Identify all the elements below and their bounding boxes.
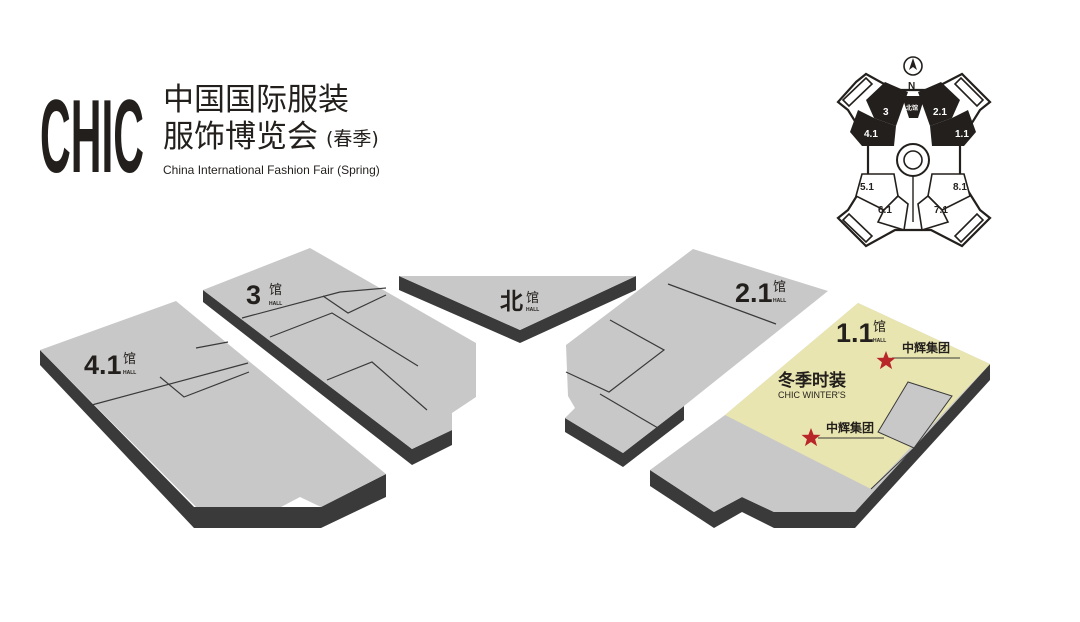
hall-north-top (399, 276, 636, 330)
hall-1-1-side (650, 364, 990, 528)
hall-3-top (203, 248, 476, 449)
minimap-label-north: 北馆 (906, 104, 918, 112)
hall-north[interactable]: 北 馆 HALL (399, 276, 636, 343)
hall-3-side (203, 290, 452, 465)
hall-4-1-room (159, 371, 250, 398)
chic-wordmark: CHIC (40, 79, 144, 195)
minimap-outline (836, 72, 992, 248)
hall-3-room (322, 294, 387, 314)
hall-4-1[interactable]: 4.1 馆 HALL (40, 301, 386, 528)
hall-3-divider-a (241, 287, 387, 319)
hall-3-number: 3 (246, 280, 261, 310)
hall-3[interactable]: 3 馆 HALL (203, 248, 476, 465)
minimap-hall-north (902, 96, 925, 118)
hall-4-1-sub: HALL (123, 370, 136, 376)
hall-1-1-sub: HALL (873, 338, 886, 344)
star-icon (801, 428, 821, 447)
hall-2-1-side (565, 406, 684, 467)
minimap-arm-sw (841, 212, 874, 244)
hall-2-1-top (565, 249, 828, 453)
hall-north-number: 北 (500, 288, 523, 314)
minimap: N 3 北馆 2.1 4.1 1.1 5.1 8.1 6.1 7.1 (836, 56, 992, 248)
hall-4-1-top (40, 301, 386, 507)
hall-1-1-room (877, 381, 953, 449)
minimap-arm-ne (953, 76, 985, 108)
exhibitor-marker-2[interactable]: 中辉集团 (801, 420, 885, 447)
title-line-2: 服饰博览会 (163, 119, 318, 155)
hall-2-1-suffix: 馆 (773, 279, 786, 294)
minimap-hub (896, 143, 930, 177)
minimap-label-6-1: 6.1 (878, 205, 892, 216)
hall-2-1-number: 2.1 (735, 278, 773, 308)
hall-2-1-sub: HALL (773, 298, 786, 304)
hall-4-1-number: 4.1 (84, 350, 122, 380)
exhibitor-name-1: 中辉集团 (902, 340, 950, 355)
hall-2-1[interactable]: 2.1 馆 HALL (565, 249, 828, 467)
hall-north-sub: HALL (526, 307, 539, 313)
hall-1-1-number: 1.1 (836, 318, 874, 348)
hall-4-1-room-edge (195, 341, 229, 349)
minimap-hub-inner (903, 150, 923, 170)
minimap-label-1-1: 1.1 (955, 129, 969, 140)
hall-4-1-suffix: 馆 (123, 351, 136, 366)
subtitle-english: China International Fashion Fair (Spring… (163, 163, 380, 177)
title-season: (春季) (326, 128, 379, 150)
minimap-hall-4-1 (850, 110, 896, 146)
compass-icon (903, 56, 923, 76)
exhibitor-name-2: 中辉集团 (826, 420, 874, 435)
minimap-hall-1-1 (930, 110, 976, 146)
minimap-hall-6-1 (876, 194, 909, 232)
hall-1-1-suffix: 馆 (873, 319, 886, 334)
minimap-hall-2-1 (918, 82, 960, 126)
exhibitor-marker-1[interactable]: 中辉集团 (876, 340, 961, 370)
hall-2-1-divider-a (667, 283, 777, 325)
hall-north-side (399, 276, 636, 343)
hall-3-sub: HALL (269, 301, 282, 307)
hall-4-1-side (40, 350, 386, 528)
zone-name-en: CHIC WINTER'S (778, 390, 846, 400)
chic-logo: CHIC 中国国际服装 服饰博览会 (春季) China Internation… (40, 79, 380, 195)
hall-3-divider-c (326, 361, 428, 411)
star-icon (876, 351, 896, 370)
title-line-1: 中国国际服装 (163, 82, 349, 118)
hall-north-suffix: 馆 (526, 290, 539, 305)
minimap-hall-7-1 (917, 194, 950, 232)
hall-1-1[interactable]: 1.1 馆 HALL 冬季时装 CHIC WINTER'S 中辉集团 中辉集团 (650, 303, 990, 528)
minimap-label-5-1: 5.1 (860, 182, 874, 193)
minimap-label-7-1: 7.1 (934, 205, 948, 216)
minimap-label-8-1: 8.1 (953, 182, 967, 193)
minimap-label-4-1: 4.1 (864, 129, 878, 140)
winter-zone[interactable] (725, 303, 990, 489)
minimap-label-3: 3 (883, 107, 889, 118)
hall-3-divider-b (269, 312, 419, 367)
hall-1-1-divider (870, 447, 915, 490)
hall-2-1-divider-c (599, 393, 659, 429)
minimap-arm-nw (841, 76, 874, 108)
minimap-label-2-1: 2.1 (933, 107, 947, 118)
compass-label: N (908, 81, 915, 92)
zone-name-cn: 冬季时装 (778, 370, 846, 390)
minimap-hall-3 (866, 82, 908, 126)
hall-2-1-divider-b (565, 319, 666, 393)
hall-3-suffix: 馆 (269, 282, 282, 297)
hall-4-1-divider (87, 362, 249, 407)
minimap-arm-se (953, 212, 985, 244)
